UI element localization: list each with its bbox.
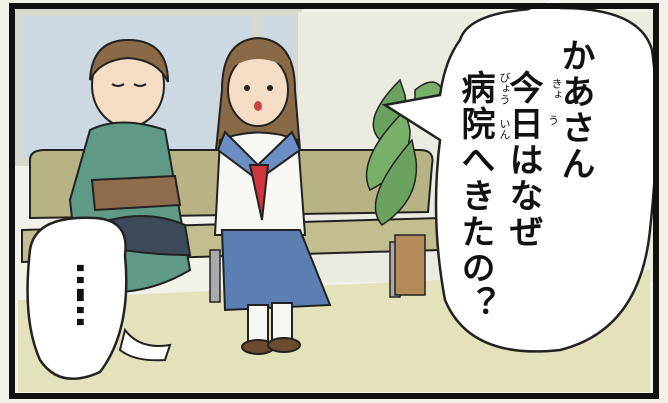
panel-border [9, 3, 659, 399]
ruby-in: いん [498, 118, 511, 140]
speech-line-kyou-wa-naze: 今日はなぜ [503, 70, 543, 250]
speech-ellipsis: …… [68, 262, 109, 322]
daughter-figure [213, 36, 332, 355]
ruby-byou: びょう [498, 72, 511, 105]
ruby-kyou-1: きょ [550, 78, 563, 100]
speech-bubble-right [381, 6, 658, 353]
speech-line-kaasan: かあさん [555, 38, 595, 182]
ruby-kyou-2: う [548, 114, 559, 127]
speech-bubble-left [26, 216, 128, 380]
speech-line-byouin: 病院へきたの？ [455, 70, 495, 322]
speech-line-2: 今日はなぜ [503, 70, 543, 250]
